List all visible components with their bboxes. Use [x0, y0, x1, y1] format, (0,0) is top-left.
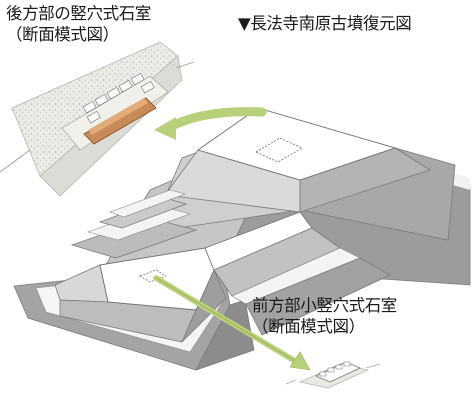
causeway-steps — [70, 189, 198, 259]
neck-lower — [245, 257, 391, 336]
arrow-to-rear-chamber — [154, 107, 267, 140]
rear-chamber-caption-line1: 後方部の竪穴式石室 — [6, 4, 151, 23]
front-chamber-caption-line1: 前方部小竪穴式石室 — [252, 296, 397, 315]
front-mound-upper-left — [54, 264, 109, 303]
arrow-to-front-chamber — [153, 275, 311, 371]
rear-chamber-cross-section — [0, 41, 195, 197]
rear-chamber-caption: 後方部の竪穴式石室 （断面模式図） — [6, 3, 151, 45]
rear-chamber-caption-line2: （断面模式図） — [6, 25, 119, 44]
front-chamber-cross-section — [285, 361, 381, 389]
rear-mound-top — [196, 107, 397, 181]
front-chamber-caption-line2: （断面模式図） — [252, 317, 365, 336]
front-chamber-caption: 前方部小竪穴式石室 （断面模式図） — [252, 295, 397, 337]
figure-title: ▼長法寺南原古墳復元図 — [238, 14, 412, 33]
front-chamber-marker — [139, 269, 167, 283]
rear-chamber-marker — [255, 137, 303, 163]
